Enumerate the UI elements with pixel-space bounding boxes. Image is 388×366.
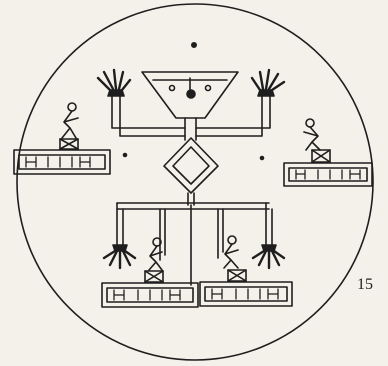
left-platform: [14, 150, 110, 174]
left-dancer: [60, 103, 78, 149]
right-platform: [284, 163, 372, 186]
left-dot: [124, 154, 127, 157]
lower-right-hand: [253, 245, 284, 268]
right-dot: [261, 157, 264, 160]
right-dancer: [304, 119, 330, 162]
top-dot: [192, 43, 196, 47]
upper-right-hand: [252, 70, 284, 96]
bottom-right-dancer: [224, 236, 246, 281]
bottom-right-platform: [200, 282, 292, 306]
central-figure: [112, 72, 272, 285]
upper-left-hand: [98, 70, 130, 96]
lower-inner-right-leg: [218, 209, 223, 258]
bottom-left-platform: [102, 283, 198, 307]
page-number: 15: [357, 276, 373, 294]
lower-left-hand: [104, 245, 135, 268]
lower-crossbar: [117, 203, 269, 209]
